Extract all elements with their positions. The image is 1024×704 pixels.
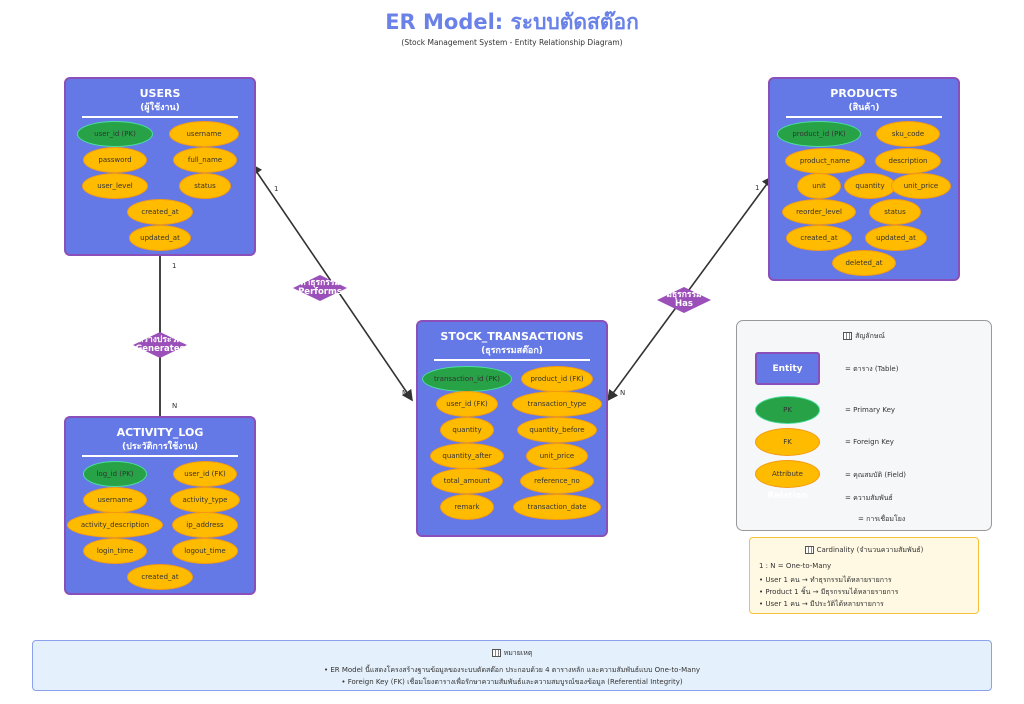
grid-icon — [491, 649, 501, 657]
grid-icon — [804, 546, 814, 554]
cardinality-label: N — [402, 389, 408, 397]
attribute: activity_type — [170, 487, 240, 513]
attribute: quantity_after — [430, 443, 504, 469]
attribute: username — [169, 121, 239, 147]
attribute: created_at — [127, 199, 193, 225]
entity-subtitle: (ธุรกรรมสต๊อก) — [481, 346, 543, 356]
attribute: status — [179, 173, 231, 199]
legend-fk-shape: FK — [755, 428, 820, 456]
legend-panel: สัญลักษณ์ Entity = ตาราง (Table) PK = Pr… — [736, 320, 992, 531]
entity-divider — [786, 116, 942, 118]
note-line: • Foreign Key (FK) เชื่อมโยงตารางเพื่อรั… — [341, 678, 683, 686]
attribute: unit — [797, 173, 841, 199]
entity-title: STOCK_TRANSACTIONS — [440, 330, 584, 343]
attribute: full_name — [173, 147, 237, 173]
foreign-key-attribute: user_id (FK) — [173, 461, 237, 487]
attribute: status — [869, 199, 921, 225]
cardinality-label: N — [172, 402, 178, 410]
entity-title: ACTIVITY_LOG — [116, 426, 204, 439]
attribute: description — [875, 148, 941, 174]
relation-diamond-performs — [293, 275, 347, 301]
attribute: created_at — [127, 564, 193, 590]
note-title: หมายเหตุ — [33, 648, 991, 659]
legend-pk-desc: = Primary Key — [845, 406, 896, 414]
cardinality-panel: Cardinality (จำนวนความสัมพันธ์) 1 : N = … — [749, 537, 979, 614]
attribute: username — [83, 487, 147, 513]
cardinality-line: • User 1 คน → ทำธุรกรรมได้หลายรายการ — [759, 576, 892, 584]
foreign-key-attribute: user_id (FK) — [436, 391, 498, 417]
relation-diamond-has — [657, 287, 711, 313]
attribute: quantity — [440, 417, 494, 443]
legend-line-desc: = การเชื่อมโยง — [858, 515, 906, 523]
cardinality-label: 1 — [172, 262, 177, 270]
primary-key-attribute: log_id (PK) — [83, 461, 147, 487]
attribute: unit_price — [891, 173, 951, 199]
grid-icon — [843, 332, 853, 340]
attribute: password — [83, 147, 147, 173]
legend-pk-shape: PK — [755, 396, 820, 424]
attribute: reorder_level — [782, 199, 856, 225]
attribute: ip_address — [172, 512, 238, 538]
primary-key-attribute: product_id (PK) — [777, 121, 861, 147]
entity-divider — [82, 116, 238, 118]
relation-diamond-generates — [133, 332, 187, 358]
legend-relation-desc: = ความสัมพันธ์ — [845, 494, 893, 502]
legend-entity-shape: Entity — [755, 352, 820, 385]
entity-subtitle: (สินค้า) — [848, 103, 880, 113]
cardinality-label: 1 — [274, 185, 279, 193]
attribute: sku_code — [876, 121, 940, 147]
attribute: unit_price — [526, 443, 588, 469]
legend-entity-desc: = ตาราง (Table) — [845, 365, 899, 373]
note-line: • ER Model นี้แสดงโครงสร้างฐานข้อมูลของร… — [323, 666, 701, 674]
note-panel: หมายเหตุ • ER Model นี้แสดงโครงสร้างฐานข… — [32, 640, 992, 691]
cardinality-line: 1 : N = One-to-Many — [759, 562, 832, 570]
legend-relation-label: Relation — [767, 491, 808, 501]
legend-title: สัญลักษณ์ — [737, 331, 991, 342]
legend-attribute-desc: = คุณสมบัติ (Field) — [845, 471, 906, 479]
attribute: updated_at — [865, 225, 927, 251]
entity-subtitle: (ผู้ใช้งาน) — [140, 103, 180, 113]
cardinality-label: 1 — [755, 184, 760, 192]
entity-title: USERS — [139, 87, 181, 100]
legend-fk-desc: = Foreign Key — [845, 438, 894, 446]
primary-key-attribute: user_id (PK) — [77, 121, 153, 147]
relation-generates: สร้างประวัติGenerates — [135, 335, 185, 354]
diagram-subtitle: (Stock Management System - Entity Relati… — [401, 38, 623, 47]
attribute: user_level — [82, 173, 148, 199]
entity-title: PRODUCTS — [830, 87, 898, 100]
cardinality-label: N — [620, 389, 626, 397]
cardinality-line: • Product 1 ชิ้น → มีธุรกรรมได้หลายรายกา… — [759, 588, 899, 596]
cardinality-line: • User 1 คน → มีประวัติได้หลายรายการ — [759, 600, 884, 608]
attribute: remark — [440, 494, 494, 520]
attribute: transaction_date — [513, 494, 601, 520]
attribute: activity_description — [67, 512, 163, 538]
attribute: login_time — [83, 538, 147, 564]
attribute: updated_at — [129, 225, 191, 251]
entity-subtitle: (ประวัติการใช้งาน) — [122, 442, 198, 452]
foreign-key-attribute: product_id (FK) — [521, 366, 593, 392]
attribute: product_name — [785, 148, 865, 174]
legend-attribute-shape: Attribute — [755, 460, 820, 488]
primary-key-attribute: transaction_id (PK) — [422, 366, 512, 392]
attribute: logout_time — [172, 538, 238, 564]
attribute: transaction_type — [512, 391, 602, 417]
cardinality-title: Cardinality (จำนวนความสัมพันธ์) — [750, 545, 978, 556]
diagram-title: ER Model: ระบบตัดสต๊อก — [385, 10, 639, 34]
attribute: deleted_at — [832, 250, 896, 276]
line-products-transactions — [607, 175, 773, 402]
attribute: reference_no — [520, 468, 594, 494]
attribute: quantity — [844, 173, 896, 199]
attribute: created_at — [786, 225, 852, 251]
entity-divider — [434, 359, 590, 361]
attribute: quantity_before — [517, 417, 597, 443]
attribute: total_amount — [431, 468, 503, 494]
entity-divider — [82, 455, 238, 457]
